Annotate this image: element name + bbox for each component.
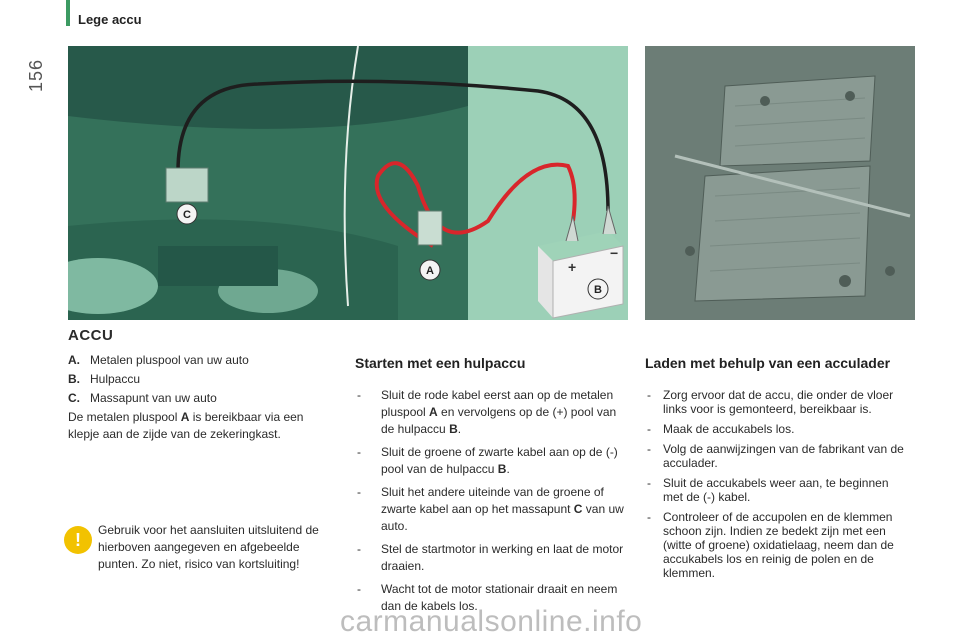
battery-plus-sign: + [568,259,576,275]
marker-a [419,259,441,281]
battery-minus-sign: − [610,245,618,261]
accu-legend-block: A.Metalen pluspool van uw auto B.Hulpacc… [68,352,338,443]
list-item: Sluit de accukabels weer aan, te beginne… [645,476,910,504]
accu-paragraph: De metalen pluspool A is bereikbaar via … [68,410,304,441]
list-item: Zorg ervoor dat de accu, die onder de vl… [645,388,910,416]
section-title: Lege accu [78,12,142,27]
list-item: Sluit het andere uiteinde van de groene … [355,484,630,535]
floor-plate-drawing [645,46,915,320]
starten-steps: Sluit de rode kabel eerst aan op de meta… [355,387,630,621]
black-cable [176,79,610,212]
laden-heading: Laden met behulp van een acculader [645,355,891,371]
list-item: Sluit de rode kabel eerst aan op de meta… [355,387,630,438]
booster-battery: + − B [538,231,624,319]
page-number: 156 [26,58,46,92]
legend-item: B.Hulpaccu [68,372,141,386]
list-item: Controleer of de accupolen en de klemmen… [645,510,910,580]
warning-icon: ! [64,526,92,554]
label-c: C [183,209,191,221]
starten-heading: Starten met een hulpaccu [355,355,526,371]
jump-start-illustration: C A + − B [68,46,628,320]
label-a: A [426,265,434,277]
section-marker [66,0,70,26]
laden-steps: Zorg ervoor dat de accu, die onder de vl… [645,388,910,586]
accu-heading: ACCU [68,327,114,344]
watermark: carmanualsonline.info [340,605,643,638]
list-item: Stel de startmotor in werking en laat de… [355,541,630,575]
label-b: B [594,284,602,296]
warning-note: ! Gebruik voor het aansluiten uitsluiten… [64,522,342,573]
floor-battery-access-illustration [645,46,915,320]
legend-item: C.Massapunt van uw auto [68,391,217,405]
list-item: Sluit de groene of zwarte kabel aan op d… [355,444,630,478]
list-item: Wacht tot de motor stationair draait en … [355,581,630,615]
list-item: Maak de accukabels los. [645,422,910,436]
legend-item: A.Metalen pluspool van uw auto [68,353,249,367]
marker-b [587,278,609,300]
warning-text: Gebruik voor het aansluiten uitsluitend … [98,523,319,571]
list-item: Volg de aanwijzingen van de fabrikant va… [645,442,910,470]
engine-bay-drawing: C A + − B [68,46,628,320]
marker-c [176,203,198,225]
